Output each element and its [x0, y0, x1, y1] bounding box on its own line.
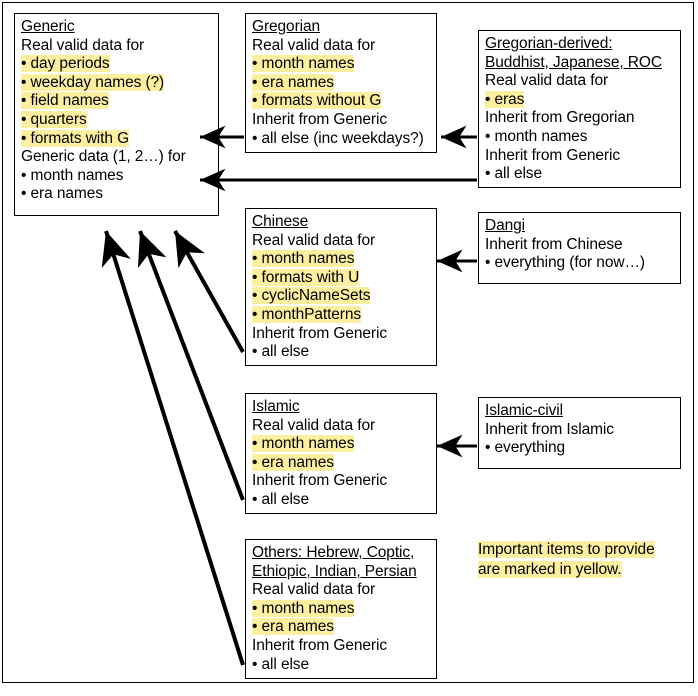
box-islamic-line-3: Inherit from Generic: [252, 472, 387, 490]
box-islamic-line-2: • era names: [252, 453, 334, 471]
box-gregorian-derived-line-4: Inherit from Generic: [485, 146, 620, 164]
box-generic-line-8: • era names: [21, 185, 103, 203]
box-others-line-3: Inherit from Generic: [252, 636, 387, 654]
box-others-line-4: • all else: [252, 655, 309, 673]
box-others-line-1: • month names: [252, 599, 355, 617]
box-generic-line-4: • quarters: [21, 110, 87, 128]
box-gregorian-line-4: Inherit from Generic: [252, 110, 387, 128]
box-chinese-line-4: • monthPatterns: [252, 305, 362, 323]
box-generic-line-5: • formats with G: [21, 129, 130, 147]
box-chinese-line-3: • cyclicNameSets: [252, 287, 371, 305]
box-chinese-line-6: • all else: [252, 343, 309, 361]
box-gregorian-derived-header: Gregorian-derived:: [485, 35, 613, 52]
box-generic-line-7: • month names: [21, 166, 124, 184]
box-gregorian-derived: Gregorian-derived: Buddhist, Japanese, R…: [478, 30, 681, 188]
box-generic-line-6: Generic data (1, 2…) for: [21, 148, 186, 166]
box-chinese-line-2: • formats with U: [252, 268, 360, 286]
legend-note-line-1: Important items to provide: [478, 541, 655, 558]
box-gregorian-derived-line-3: • month names: [485, 127, 588, 145]
box-dangi-header: Dangi: [485, 217, 525, 234]
box-islamic: Islamic Real valid data for • month name…: [245, 393, 437, 514]
box-others: Others: Hebrew, Coptic, Ethiopic, Indian…: [245, 539, 437, 679]
box-chinese-line-0: Real valid data for: [252, 231, 376, 249]
box-gregorian-header: Gregorian: [252, 18, 321, 35]
box-gregorian-derived-line-0: Real valid data for: [485, 72, 609, 90]
box-dangi-line-1: • everything (for now…): [485, 254, 645, 272]
legend-note-line-2: are marked in yellow.: [478, 560, 622, 578]
box-islamic-line-0: Real valid data for: [252, 416, 376, 434]
box-gregorian-line-1: • month names: [252, 55, 355, 73]
box-generic-line-3: • field names: [21, 92, 109, 110]
box-generic-line-0: Real valid data for: [21, 36, 145, 54]
box-islamic-civil-line-1: • everything: [485, 439, 566, 457]
box-gregorian-line-5: • all else (inc weekdays?): [252, 129, 424, 147]
box-gregorian-line-0: Real valid data for: [252, 36, 376, 54]
box-gregorian: Gregorian Real valid data for • month na…: [245, 13, 437, 153]
box-generic: Generic Real valid data for • day period…: [14, 13, 219, 216]
box-islamic-civil-header: Islamic-civil: [485, 402, 563, 419]
box-islamic-civil: Islamic-civil Inherit from Islamic • eve…: [478, 397, 681, 469]
outer-frame: [2, 2, 694, 683]
box-islamic-line-4: • all else: [252, 490, 309, 508]
box-islamic-line-1: • month names: [252, 435, 355, 453]
box-gregorian-derived-header2: Buddhist, Japanese, ROC: [485, 53, 662, 71]
box-chinese-line-5: Inherit from Generic: [252, 324, 387, 342]
box-others-header2: Ethiopic, Indian, Persian: [252, 562, 417, 580]
box-islamic-civil-line-0: Inherit from Islamic: [485, 420, 614, 438]
box-gregorian-line-2: • era names: [252, 73, 334, 91]
box-chinese-line-1: • month names: [252, 250, 355, 268]
box-gregorian-derived-line-2: Inherit from Gregorian: [485, 109, 635, 127]
box-dangi: Dangi Inherit from Chinese • everything …: [478, 212, 681, 284]
box-generic-header: Generic: [21, 18, 75, 35]
box-gregorian-derived-line-1: • eras: [485, 90, 525, 108]
box-others-line-0: Real valid data for: [252, 581, 376, 599]
legend-note: Important items to provide are marked in…: [478, 540, 683, 579]
box-dangi-line-0: Inherit from Chinese: [485, 235, 623, 253]
box-generic-line-1: • day periods: [21, 55, 110, 73]
box-chinese-header: Chinese: [252, 213, 309, 230]
box-gregorian-derived-line-5: • all else: [485, 165, 542, 183]
box-gregorian-line-3: • formats without G: [252, 92, 382, 110]
box-islamic-header: Islamic: [252, 398, 300, 415]
box-others-line-2: • era names: [252, 618, 334, 636]
box-generic-line-2: • weekday names (?): [21, 73, 165, 91]
box-others-header: Others: Hebrew, Coptic,: [252, 544, 415, 561]
box-chinese: Chinese Real valid data for • month name…: [245, 208, 437, 366]
